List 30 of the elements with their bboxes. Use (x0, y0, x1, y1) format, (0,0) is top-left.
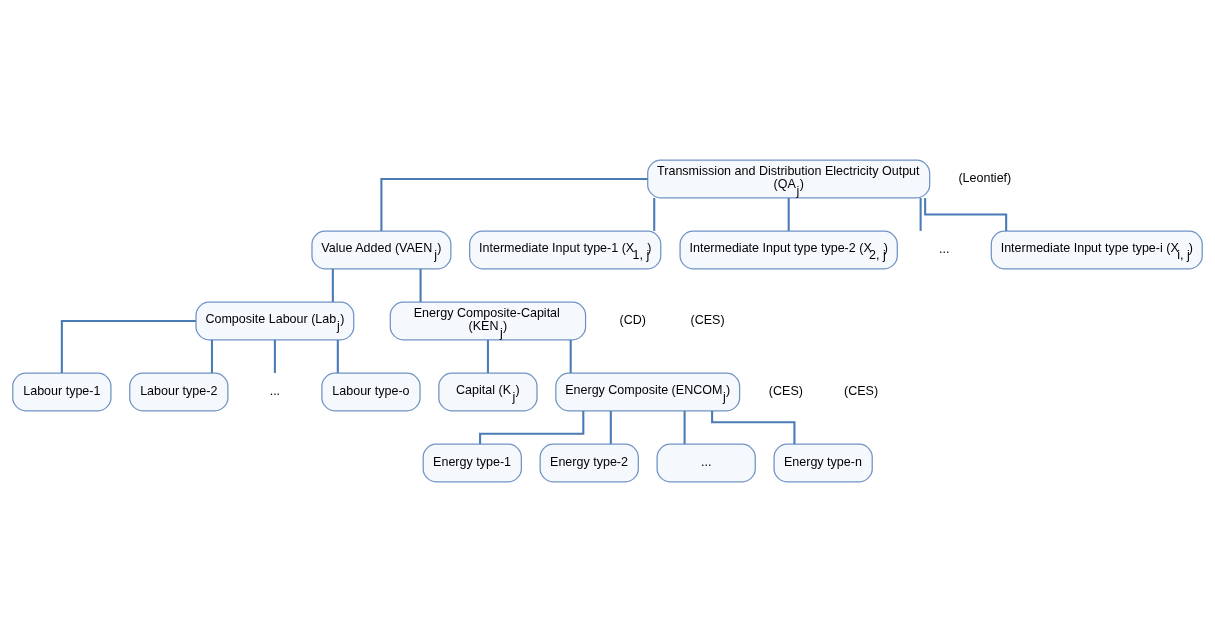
connector (273, 340, 276, 373)
label: (CD) (619, 313, 646, 328)
connector (331, 269, 334, 302)
label: (CES) (844, 384, 879, 399)
connector (486, 340, 489, 373)
node-box: Energy type-2 (539, 443, 639, 483)
connector (419, 269, 422, 302)
node-box: Labour type-1 (12, 372, 112, 412)
node-box: ... (656, 443, 756, 483)
connector (653, 198, 656, 231)
connector (569, 340, 572, 373)
connector (787, 198, 790, 231)
connector (711, 411, 796, 445)
connector (609, 411, 612, 444)
connector (683, 411, 686, 444)
node-text: ... (939, 242, 950, 257)
connector (380, 177, 648, 231)
label: (CES) (690, 313, 725, 328)
connector (336, 340, 339, 373)
connector (210, 340, 213, 373)
connector (479, 410, 585, 444)
node-box: Energy type-n (773, 443, 873, 483)
node-box: Labour type-o (321, 372, 421, 412)
connector (60, 319, 196, 373)
connector (919, 198, 922, 231)
label: (Leontief) (958, 171, 1012, 186)
node-text: ... (269, 384, 281, 399)
node-box: Labour type-2 (129, 372, 229, 412)
node-box: Energy type-1 (422, 443, 522, 483)
label: (CES) (768, 384, 803, 399)
